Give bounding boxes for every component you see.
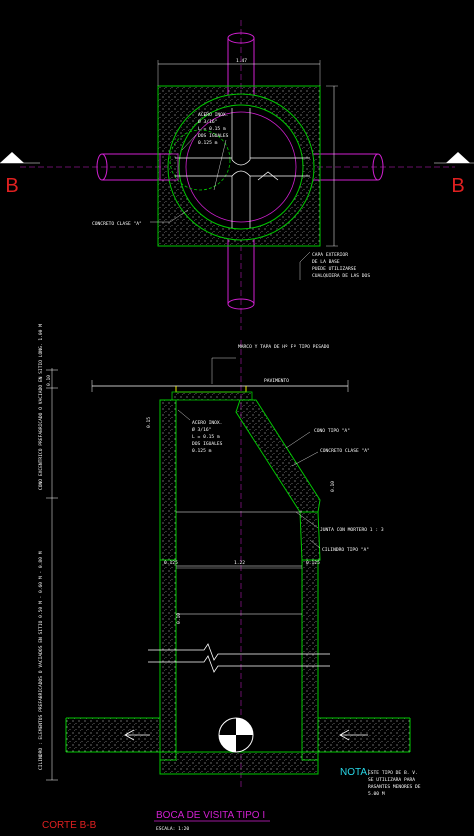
- note-block: NOTA: ESTE TIPO DE B. V. SE UTILIZARA PA…: [340, 767, 421, 797]
- plan-view: 1.47 ACERO INOX. Ø 3/16" L = 0.15 m DOS …: [0, 20, 474, 330]
- note-label: NOTA:: [340, 767, 370, 778]
- dim-right-top: 0.10: [330, 481, 336, 492]
- svg-text:DE LA BASE: DE LA BASE: [312, 259, 340, 265]
- svg-text:CUALQUIERA DE LAS DOS: CUALQUIERA DE LAS DOS: [312, 273, 370, 279]
- plan-exterior-layer-note: CAPA EXTERIOR DE LA BASE PUEDE UTILIZARS…: [312, 252, 370, 279]
- svg-text:SE UTILIZARA PARA: SE UTILIZARA PARA: [368, 777, 415, 783]
- pavement-label: PAVIMENTO: [264, 378, 289, 384]
- footer: CORTE B-B BOCA DE VISITA TIPO I ESCALA: …: [42, 810, 270, 832]
- svg-text:0.125 m: 0.125 m: [198, 140, 218, 146]
- dim-small: 0.10: [176, 613, 182, 624]
- svg-text:ESTE TIPO DE B. V.: ESTE TIPO DE B. V.: [368, 770, 418, 776]
- svg-text:PUEDE UTILIZARSE: PUEDE UTILIZARSE: [312, 266, 356, 272]
- drawing-title: BOCA DE VISITA TIPO I: [156, 810, 265, 821]
- break-lines: [148, 643, 330, 673]
- svg-text:Ø 3/16": Ø 3/16": [192, 426, 211, 433]
- svg-text:DOS IGUALES: DOS IGUALES: [198, 133, 229, 139]
- dim-mid-center: 1.22: [234, 560, 245, 566]
- svg-text:B: B: [5, 175, 18, 197]
- section-view: 0.10 CONO EXCENTRICO PREFABRICADO O VACI…: [38, 324, 411, 790]
- section-marker-right: B: [434, 152, 474, 197]
- svg-text:0.125 m: 0.125 m: [192, 448, 212, 454]
- section-dim-top-left: 0.10: [46, 375, 52, 386]
- joint-label: JUNTA CON MORTERO 1 : 3: [320, 527, 384, 533]
- svg-text:CAPA EXTERIOR: CAPA EXTERIOR: [312, 252, 348, 258]
- dim-mid-left: 0.125: [164, 560, 178, 566]
- left-note-cylinder: CILINDRO : ELEMENTOS PREFABRICADOS O VAC…: [38, 551, 44, 770]
- cone-label: CONO TIPO "A": [314, 428, 350, 434]
- section-rebar-note: ACERO INOX. Ø 3/16" L = 0.15 m DOS IGUAL…: [192, 420, 223, 454]
- left-note-cone: CONO EXCENTRICO PREFABRICADO O VACIADO E…: [38, 324, 44, 490]
- dim-cone: 0.15: [146, 417, 152, 428]
- plan-rebar-note: ACERO INOX. Ø 3/16" L = 0.15 m DOS IGUAL…: [198, 112, 229, 146]
- svg-text:5.00 M: 5.00 M: [368, 791, 385, 797]
- frame-cover-label: MARCO Y TAPA DE Hº Fº TIPO PESADO: [238, 344, 330, 350]
- plan-concrete-label: CONCRETO CLASE "A": [92, 221, 142, 227]
- drawing-scale: ESCALA: 1:20: [156, 826, 189, 832]
- svg-text:RASANTES MENORES DE: RASANTES MENORES DE: [368, 784, 421, 790]
- svg-text:L = 0.15 m: L = 0.15 m: [198, 126, 226, 132]
- svg-text:B: B: [451, 175, 464, 197]
- svg-text:L = 0.15 m: L = 0.15 m: [192, 434, 220, 440]
- plan-dimension-top: 1.47: [236, 58, 247, 64]
- section-concrete-label: CONCRETO CLASE "A": [320, 448, 370, 454]
- svg-text:ACERO INOX.: ACERO INOX.: [192, 420, 222, 426]
- svg-text:ACERO INOX.: ACERO INOX.: [198, 112, 228, 118]
- cylinder-label: CILINDRO TIPO "A": [322, 547, 369, 553]
- svg-text:Ø 3/16": Ø 3/16": [198, 118, 217, 125]
- section-title: CORTE B-B: [42, 820, 97, 831]
- dim-mid-right: 0.125: [306, 560, 320, 566]
- svg-text:DOS IGUALES: DOS IGUALES: [192, 441, 223, 447]
- section-marker-left: B: [0, 152, 40, 197]
